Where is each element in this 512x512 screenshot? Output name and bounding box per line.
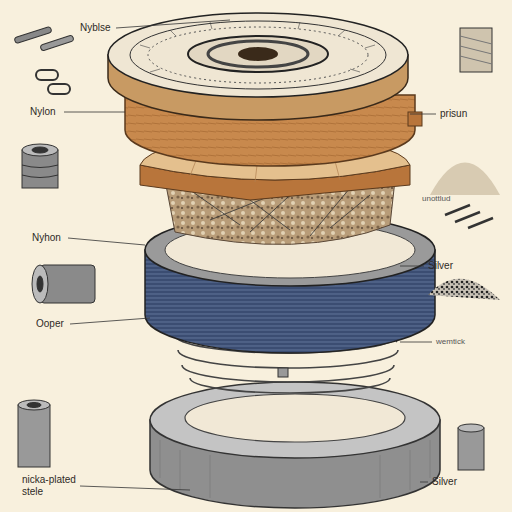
part-label: Nyhon [32, 232, 61, 244]
part-label: Nylon [30, 106, 56, 118]
part-label: nicka-plated stele [22, 474, 84, 497]
part-label: Ooper [36, 318, 64, 330]
part-label: wemtick [436, 337, 465, 346]
part-label: Silver [432, 476, 457, 488]
part-label: Nyblse [80, 22, 111, 34]
part-label: unottlud [422, 194, 450, 203]
part-label: prisun [440, 108, 467, 120]
part-label: Silver [428, 260, 453, 272]
